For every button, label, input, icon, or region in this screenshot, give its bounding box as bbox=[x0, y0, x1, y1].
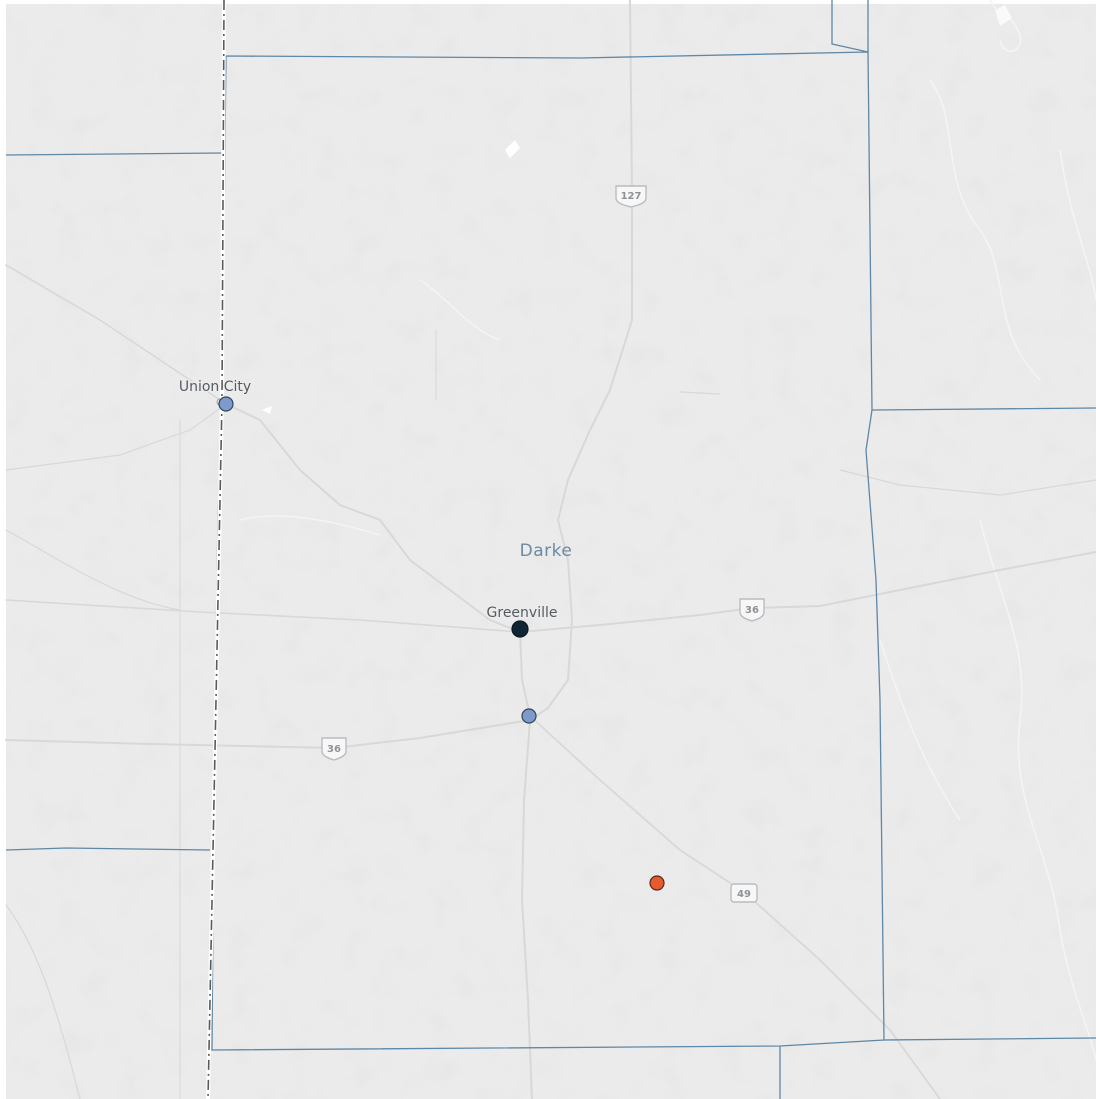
map-marker-union-city[interactable] bbox=[218, 396, 234, 412]
pond-shape-2 bbox=[262, 406, 272, 414]
map-marker-southeast[interactable] bbox=[649, 875, 665, 891]
shield-label: 49 bbox=[737, 889, 751, 900]
map-marker-greenville[interactable] bbox=[511, 620, 529, 638]
map-marker-greenville-south[interactable] bbox=[521, 708, 537, 724]
lake-shape bbox=[995, 5, 1012, 26]
shield-label: 36 bbox=[327, 744, 341, 755]
city-label-greenville: Greenville bbox=[487, 605, 558, 621]
map-frame-left bbox=[0, 0, 6, 1099]
highway-shield-36-west: 36 bbox=[321, 737, 347, 761]
county-label: Darke bbox=[520, 541, 573, 561]
highway-shield-36-east: 36 bbox=[739, 598, 765, 622]
highway-shield-49: 49 bbox=[730, 883, 758, 903]
highway-shield-127: 127 bbox=[615, 185, 647, 208]
water-features bbox=[239, 0, 1096, 1061]
map-frame-top bbox=[0, 0, 1096, 4]
shield-label: 127 bbox=[621, 191, 642, 202]
shield-label: 36 bbox=[745, 605, 759, 616]
state-line bbox=[207, 0, 225, 1099]
pond-shape bbox=[505, 140, 520, 158]
city-label-union-city: Union City bbox=[179, 379, 251, 395]
